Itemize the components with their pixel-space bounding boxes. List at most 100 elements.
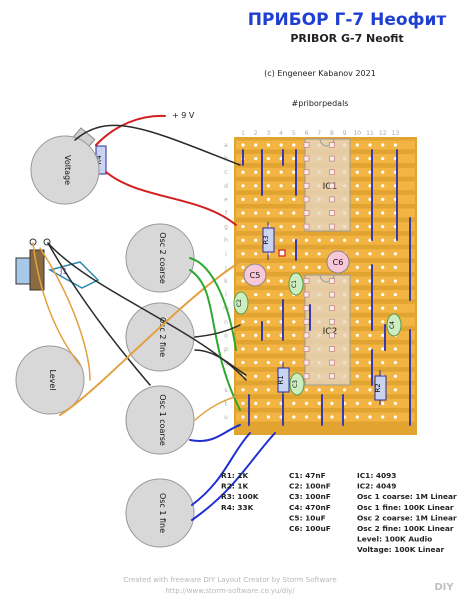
ic2-pins xyxy=(303,278,335,380)
ic2-chip xyxy=(304,274,351,386)
board-hole xyxy=(292,333,296,337)
bom-line: Osc 2 fine: 100K Linear xyxy=(357,524,454,533)
footer-url: http://www.storm-software.co.yu/diy/ xyxy=(165,587,295,595)
board-hole xyxy=(355,361,359,365)
board-hole xyxy=(266,333,270,337)
board-hole xyxy=(254,252,258,256)
ic-pin xyxy=(328,291,335,298)
r2-label: R2 xyxy=(374,383,382,392)
board-hole xyxy=(254,184,258,188)
board-hole xyxy=(355,347,359,351)
bom-line: Osc 1 fine: 100K Linear xyxy=(357,503,454,512)
capacitor-c5: C5 xyxy=(243,263,267,287)
ic-pin xyxy=(328,318,335,325)
board-hole xyxy=(266,415,270,419)
ic-pin xyxy=(303,373,310,380)
board-hole xyxy=(368,170,372,174)
ic-pin xyxy=(328,359,335,366)
board-hole xyxy=(343,238,347,242)
board-hole xyxy=(266,184,270,188)
column-label: 4 xyxy=(279,130,283,137)
ic-pin xyxy=(328,346,335,352)
board-hole xyxy=(279,170,283,174)
board-hole xyxy=(381,347,385,351)
c2-label: C2 xyxy=(236,299,243,307)
board-hole xyxy=(343,388,347,392)
pot-osc2-fine-label: Osc 2 fine xyxy=(158,317,167,357)
board-hole xyxy=(241,252,245,256)
wire-osc2fine-black2 xyxy=(194,349,247,376)
board-strip xyxy=(236,385,415,395)
row-label: f xyxy=(225,210,228,217)
row-label: e xyxy=(224,196,228,203)
ic-pin xyxy=(328,169,335,176)
board-hole xyxy=(368,347,372,351)
ic2-notch xyxy=(319,274,335,283)
row-label: p xyxy=(224,346,228,353)
capacitor-c1: C1 xyxy=(288,272,304,296)
board-hole xyxy=(355,388,359,392)
board-hole xyxy=(254,211,258,215)
board-hole xyxy=(254,225,258,229)
c4-label: C4 xyxy=(389,321,396,329)
board-hole xyxy=(368,415,372,419)
board-hole xyxy=(355,265,359,269)
board-hole xyxy=(317,265,321,269)
board-hole xyxy=(254,401,258,405)
board-hole xyxy=(292,143,296,147)
board-hole xyxy=(355,225,359,229)
wire-voltage-red xyxy=(105,171,237,226)
board-hole xyxy=(381,415,385,419)
board-hole xyxy=(241,361,245,365)
board-hole xyxy=(292,197,296,201)
board-hole xyxy=(317,252,321,256)
board-hole xyxy=(266,388,270,392)
row-label: g xyxy=(224,224,228,231)
ic-pin xyxy=(303,210,310,216)
board-hole xyxy=(381,320,385,324)
board-hole xyxy=(381,306,385,310)
board-hole xyxy=(355,333,359,337)
board-hole xyxy=(393,306,397,310)
r4-label: R4 xyxy=(95,155,103,165)
wire-jack-black1 xyxy=(47,242,151,386)
bom-line: Voltage: 100K Linear xyxy=(357,545,445,554)
board-hole xyxy=(381,401,385,405)
board-hole xyxy=(330,401,334,405)
board-hole xyxy=(279,293,283,297)
column-label: 5 xyxy=(292,130,296,137)
c3-label: C3 xyxy=(292,380,299,388)
c1-label: C1 xyxy=(291,280,298,288)
board-hole xyxy=(266,361,270,365)
board-hole xyxy=(254,333,258,337)
bom-line: IC1: 4093 xyxy=(357,471,396,480)
ic-pin xyxy=(303,318,310,325)
column-label: 2 xyxy=(254,130,258,137)
footer-credit: Created with freeware DIY Layout Creator… xyxy=(123,576,336,584)
column-label: 3 xyxy=(266,130,270,137)
board-hole xyxy=(368,252,372,256)
board-hole xyxy=(266,306,270,310)
board-hole xyxy=(368,333,372,337)
ic-pin xyxy=(328,210,335,216)
ic-pin xyxy=(303,155,310,162)
column-label: 12 xyxy=(379,130,387,137)
board-hole xyxy=(304,238,309,242)
wire-osc1coarse-orange xyxy=(194,394,241,421)
c6-label: C6 xyxy=(333,258,344,267)
pot-osc2-fine: Osc 2 fine xyxy=(125,302,195,372)
wire-voltage-black xyxy=(74,124,241,166)
wire-jack-orange xyxy=(32,242,81,366)
board-hole xyxy=(254,170,258,174)
board-hole xyxy=(393,265,397,269)
ic-pin xyxy=(328,223,335,230)
pot-voltage: Voltage xyxy=(30,127,100,205)
board-hole xyxy=(381,361,385,365)
bom-line: C4: 470nF xyxy=(289,503,331,512)
wire-osc1-blue2 xyxy=(191,432,251,506)
board-hole xyxy=(355,374,359,378)
